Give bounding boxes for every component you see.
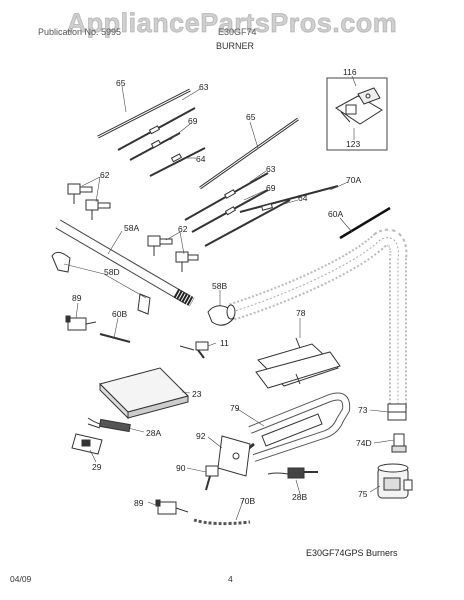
label-28b: 28B — [292, 492, 307, 502]
label-75: 75 — [358, 489, 368, 499]
label-23: 23 — [192, 389, 202, 399]
leader-lines — [63, 75, 395, 521]
part-78-shield[interactable] — [255, 337, 341, 389]
label-69-top: 69 — [188, 116, 198, 126]
label-58d: 58D — [104, 267, 120, 277]
label-64-right: 64 — [298, 193, 308, 203]
part-74d-fitting[interactable] — [391, 433, 407, 453]
label-60a: 60A — [328, 209, 343, 219]
part-65-tube-left[interactable] — [97, 88, 191, 139]
part-65-tube-right[interactable] — [199, 117, 299, 190]
part-11-orifice[interactable] — [179, 341, 209, 359]
label-69-right: 69 — [266, 183, 276, 193]
part-58b-elbow[interactable] — [207, 304, 236, 326]
label-78: 78 — [296, 308, 306, 318]
label-79: 79 — [230, 403, 240, 413]
label-73: 73 — [358, 405, 368, 415]
label-92: 92 — [196, 431, 206, 441]
part-58b-burner-tube[interactable] — [229, 228, 408, 410]
part-116-123-bracket[interactable] — [326, 77, 388, 151]
part-70b-tube[interactable] — [193, 518, 251, 526]
footer-page-number: 4 — [228, 574, 233, 584]
label-60b: 60B — [112, 309, 127, 319]
part-89-igniter-top[interactable] — [65, 315, 97, 331]
label-62-left: 62 — [100, 170, 110, 180]
header-model: E30GF74 — [218, 27, 257, 37]
label-70a: 70A — [346, 175, 361, 185]
label-63-right: 63 — [266, 164, 276, 174]
label-58a: 58A — [124, 223, 139, 233]
diagram-caption: E30GF74GPS Burners — [306, 548, 398, 558]
part-69-tube-left[interactable] — [129, 132, 181, 161]
label-11: 11 — [220, 338, 229, 348]
part-63-tube-right[interactable] — [184, 172, 269, 221]
label-123: 123 — [346, 139, 360, 149]
label-70b: 70B — [240, 496, 255, 506]
part-70a-tube[interactable] — [239, 185, 339, 213]
label-58b: 58B — [212, 281, 227, 291]
footer-date: 04/09 — [10, 574, 32, 584]
part-23-cover-plate[interactable] — [99, 367, 189, 420]
part-62-valves-left[interactable] — [67, 183, 111, 220]
part-28a-igniter[interactable] — [87, 417, 131, 433]
part-60a-rod[interactable] — [339, 206, 391, 240]
part-64-tube-right[interactable] — [204, 199, 291, 247]
label-65-top: 65 — [116, 78, 126, 88]
part-69-tube-right[interactable] — [191, 189, 269, 233]
part-28b-igniter[interactable] — [267, 467, 318, 479]
section-title: BURNER — [216, 41, 255, 51]
part-63-tube-left[interactable] — [117, 107, 196, 151]
part-29-bracket[interactable] — [71, 433, 103, 455]
label-62-middle: 62 — [178, 224, 188, 234]
part-64-tube-left[interactable] — [149, 147, 206, 177]
header-publication: Publication No. 5995 — [38, 27, 122, 37]
part-79-oven-burner[interactable] — [243, 392, 351, 462]
label-90: 90 — [176, 463, 186, 473]
part-89-igniter-bottom[interactable] — [155, 499, 189, 515]
part-75-regulator[interactable] — [377, 463, 413, 499]
part-90-valve[interactable] — [205, 465, 219, 491]
part-58a-manifold[interactable] — [55, 219, 195, 307]
part-60b-rod[interactable] — [99, 333, 131, 343]
label-28a: 28A — [146, 428, 161, 438]
label-89-top: 89 — [72, 293, 82, 303]
label-65-mid: 65 — [246, 112, 256, 122]
label-63-top: 63 — [199, 82, 209, 92]
label-64-top: 64 — [196, 154, 206, 164]
label-89-bottom: 89 — [134, 498, 144, 508]
part-62-valves-middle[interactable] — [147, 235, 199, 272]
label-116: 116 — [343, 67, 357, 77]
label-29: 29 — [92, 462, 102, 472]
part-number-labels: 65 63 69 64 116 123 65 62 63 70A 69 64 5… — [72, 67, 372, 508]
label-74d: 74D — [356, 438, 372, 448]
part-73-fitting[interactable] — [387, 403, 407, 421]
part-92-bracket[interactable] — [217, 435, 251, 477]
part-58d-brackets[interactable] — [51, 251, 151, 315]
